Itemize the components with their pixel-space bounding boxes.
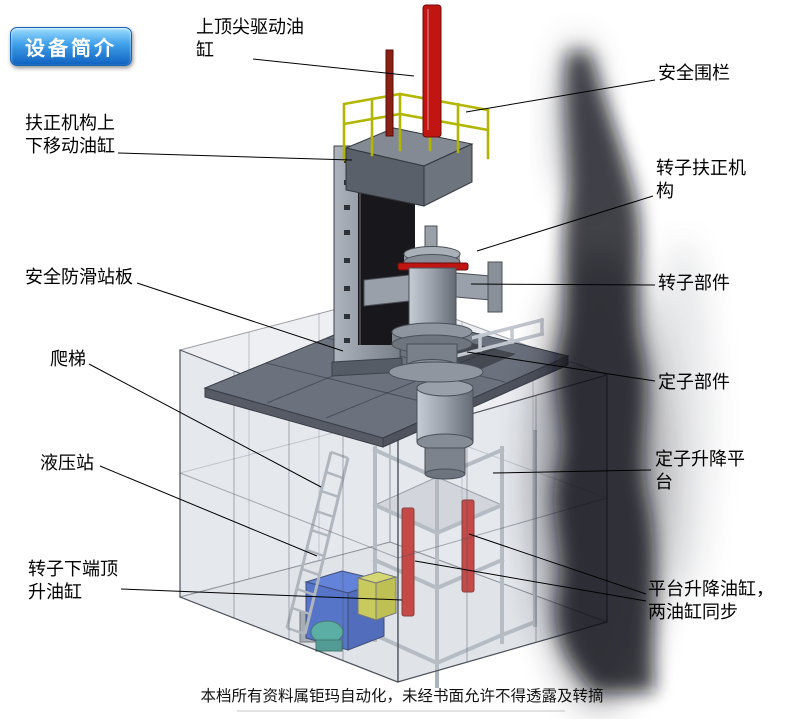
ladder <box>285 450 350 636</box>
label-anti-slip-platform: 安全防滑站板 <box>25 267 133 287</box>
label-stator-component: 定子部件 <box>658 372 730 392</box>
platform-lift-cylinders <box>401 499 475 617</box>
leader-line <box>252 58 415 77</box>
leader-line <box>414 560 647 602</box>
leader-line <box>88 363 322 488</box>
stator-component <box>416 379 474 480</box>
label-ladder: 爬梯 <box>50 349 86 369</box>
leader-line <box>476 195 654 252</box>
leader-line <box>136 282 344 352</box>
label-centering-lift-cylinder: 扶正机构上下移动油缸 <box>25 113 115 157</box>
leader-line <box>120 588 403 601</box>
label-hydraulic-station: 液压站 <box>40 453 94 473</box>
leader-line <box>99 465 318 557</box>
label-platform-lift-cylinders: 平台升降油缸，两油缸同步 <box>648 579 774 623</box>
press-column <box>331 127 474 377</box>
label-rotor-component: 转子部件 <box>658 273 730 293</box>
leader-line <box>470 283 656 286</box>
label-rotor-bottom-jack-cylinder: 转子下端顶升油缸 <box>28 559 118 603</box>
label-top-tip-drive-cylinder: 上顶尖驱动油缸 <box>196 17 304 61</box>
leader-line <box>465 79 656 113</box>
rotor-component <box>363 225 503 383</box>
label-stator-lift-platform: 定子升降平台 <box>655 449 745 493</box>
label-safety-fence: 安全围栏 <box>658 63 730 83</box>
copyright-footer: 本档所有资料属钜玛自动化，未经书面允许不得透露及转摘 <box>200 688 604 705</box>
leader-line <box>466 351 656 382</box>
label-rotor-centering-mechanism: 转子扶正机构 <box>656 158 746 202</box>
leader-lines <box>88 58 656 602</box>
top-tip-drive-cylinder <box>385 4 442 138</box>
leader-line <box>117 152 353 161</box>
leader-line <box>468 533 647 595</box>
leader-line <box>492 469 652 474</box>
equipment-intro-badge[interactable]: 设备简介 <box>10 27 132 66</box>
shadow <box>530 40 712 710</box>
equipment-intro-badge-label: 设备简介 <box>25 38 117 60</box>
